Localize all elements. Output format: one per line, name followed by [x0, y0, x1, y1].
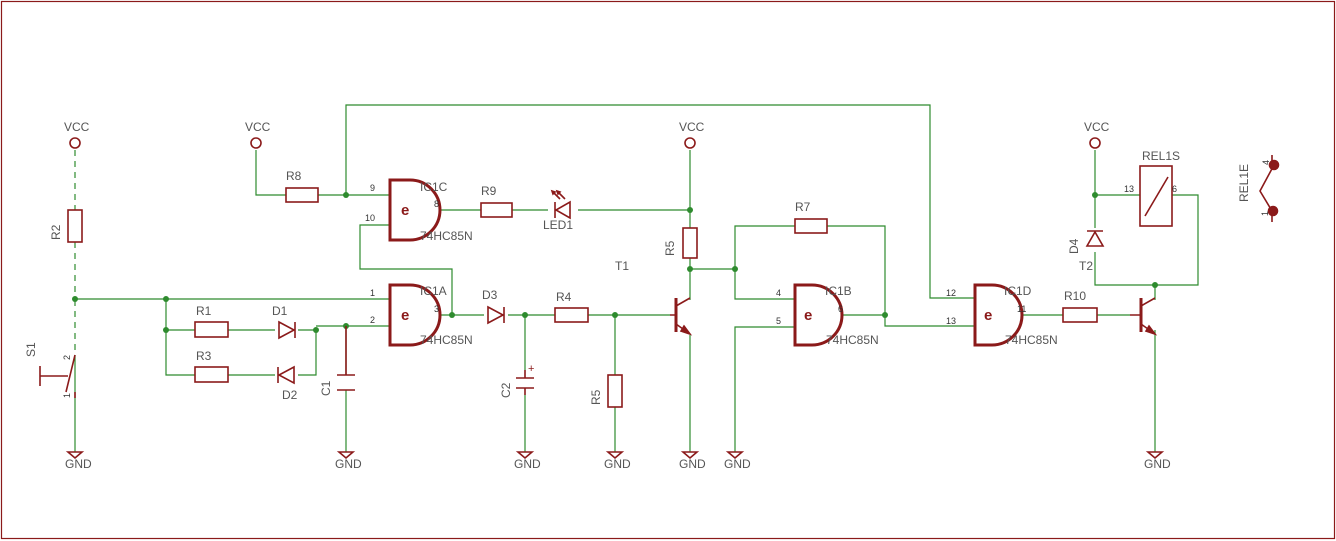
gate-ic1a: e IC1A 74HC85N 1 2 3 [370, 283, 473, 347]
rel1s-label: REL1S [1142, 149, 1180, 163]
gnd-label: GND [514, 457, 541, 471]
wires [74, 104, 1199, 452]
r10-label: R10 [1064, 289, 1086, 303]
ic1c-symbol: e [401, 202, 409, 219]
s1-pin-2: 2 [62, 355, 72, 360]
r5-upper-label: R5 [663, 240, 677, 256]
ic1b-pin-in1: 4 [776, 288, 781, 298]
ic1b-type: 74HC85N [826, 333, 879, 347]
ic1b-pin-out: 6 [838, 304, 843, 314]
gate-ic1c: e IC1C 74HC85N 9 10 8 [365, 178, 473, 243]
gnd-label: GND [335, 457, 362, 471]
ic1a-pin-in1: 1 [370, 288, 375, 298]
r2-label: R2 [49, 224, 63, 240]
resistor-bodies [67, 187, 1098, 408]
relay-coil-symbol [1139, 165, 1173, 227]
d3-label: D3 [482, 288, 498, 302]
rel1e-pin-1: 1 [1260, 211, 1270, 216]
ic1c-type: 74HC85N [420, 229, 473, 243]
gate-ic1d: e IC1D 74HC85N 12 13 11 [946, 283, 1058, 347]
vcc-label: VCC [245, 120, 271, 134]
r3-label: R3 [196, 349, 212, 363]
r7-label: R7 [795, 200, 811, 214]
d2-label: D2 [282, 388, 298, 402]
ic1a-pin-out: 3 [434, 304, 439, 314]
vcc-label: VCC [64, 120, 90, 134]
gnd-label: GND [724, 457, 751, 471]
t2-transistor-symbol [1130, 297, 1158, 336]
relay-contact-symbol [1259, 155, 1280, 222]
ic1b-pin-in2: 5 [776, 316, 781, 326]
t1-transistor-symbol [670, 297, 693, 336]
c2-polarity: + [528, 363, 534, 375]
ic1d-type: 74HC85N [1005, 333, 1058, 347]
gnd-label: GND [604, 457, 631, 471]
c1-label: C1 [319, 380, 333, 396]
relay-pin-6: 6 [1172, 184, 1177, 194]
diode-symbols [277, 189, 1105, 385]
gnd-symbols [65, 451, 1165, 460]
gnd-label: GND [65, 457, 92, 471]
gnd-label: GND [1144, 457, 1171, 471]
led1-label: LED1 [543, 218, 573, 232]
ic1d-symbol: e [984, 307, 992, 324]
rel1e-label: REL1E [1237, 164, 1251, 202]
s1-pin-1: 1 [62, 393, 72, 398]
r8-label: R8 [286, 169, 302, 183]
ic1c-pin-in2: 10 [365, 213, 375, 223]
capacitor-symbols [337, 326, 534, 395]
r9-label: R9 [481, 184, 497, 198]
vcc-label: VCC [679, 120, 705, 134]
r1-label: R1 [196, 304, 212, 318]
ic1d-pin-out: 11 [1017, 304, 1026, 314]
ic1c-pin-out: 8 [434, 199, 439, 209]
ic1a-type: 74HC85N [420, 333, 473, 347]
r4-label: R4 [556, 290, 572, 304]
s1-switch-symbol [39, 354, 76, 398]
ic1c-name: IC1C [420, 180, 448, 194]
rel1e-pin-4: 4 [1261, 160, 1271, 165]
relay-pin-13: 13 [1124, 184, 1134, 194]
c2-label: C2 [499, 382, 513, 398]
d4-label: D4 [1067, 238, 1081, 254]
s1-label: S1 [24, 342, 38, 357]
gnd-label: GND [679, 457, 706, 471]
ic1d-pin-in2: 13 [946, 316, 956, 326]
junctions [72, 192, 1158, 333]
ic1b-symbol: e [804, 307, 812, 324]
vcc-label: VCC [1084, 120, 1110, 134]
ic1a-symbol: e [401, 307, 409, 324]
vcc-symbols [69, 137, 1101, 149]
gate-ic1b: e IC1B 74HC85N 4 5 6 [776, 283, 879, 347]
t1-label: T1 [615, 259, 629, 273]
ic1d-name: IC1D [1004, 284, 1032, 298]
t2-label: T2 [1079, 259, 1093, 273]
ic1a-name: IC1A [420, 284, 447, 298]
r5-lower-label: R5 [589, 389, 603, 405]
ic1c-pin-in1: 9 [370, 183, 375, 193]
ic1a-pin-in2: 2 [370, 315, 375, 325]
ic1b-name: IC1B [825, 284, 852, 298]
ic1d-pin-in1: 12 [946, 288, 956, 298]
d1-label: D1 [272, 304, 288, 318]
